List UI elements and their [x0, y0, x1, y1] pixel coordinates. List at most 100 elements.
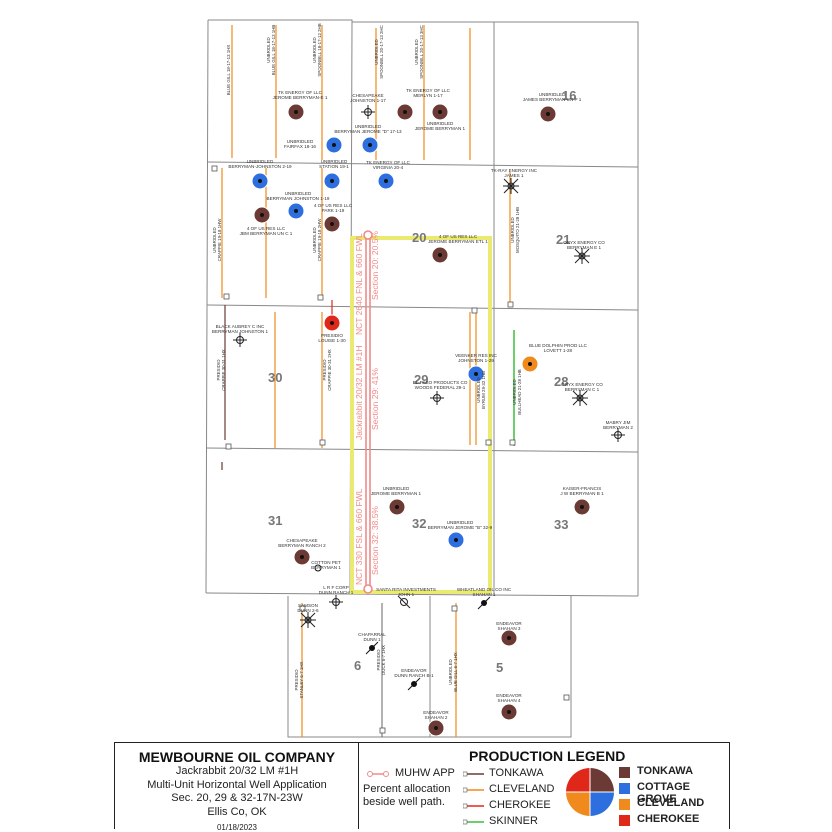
cottage-grove-wells	[251, 136, 485, 549]
cottage-grove-legend-label: COTTAGE GROVE	[637, 781, 690, 805]
section20-percent: Section 20: 20.5%	[370, 231, 380, 300]
section-number: 28	[554, 374, 568, 389]
section-grid	[205, 19, 639, 738]
lateral-label: UNBRIDLEDMOSQUITO 21-28 1HB	[510, 207, 520, 253]
tonkawa-line-label: TONKAWA	[489, 767, 544, 779]
legend-pie-icon	[566, 768, 614, 816]
unit-outline	[350, 236, 492, 594]
small-squares	[211, 165, 570, 734]
title-block: MEWBOURNE OIL COMPANY Jackrabbit 20/32 L…	[114, 742, 360, 832]
tonkawa-legend-label: TONKAWA	[637, 765, 694, 777]
cherokee-line-label: CHEROKEE	[489, 799, 551, 811]
section-number: 16	[562, 88, 576, 103]
muhw-legend-label: MUHW APP	[395, 767, 455, 779]
legal-location: Sec. 20, 29 & 32-17N-23W	[171, 792, 303, 805]
lateral-label: UNBRIDLEDBYRUM 29-32 1HB	[476, 371, 486, 409]
county: Ellis Co, OK	[207, 805, 267, 818]
section-number: 6	[354, 658, 361, 673]
section-number: 5	[496, 660, 503, 675]
lateral-label: UNBRIDLEDSPOONBILL 20-17-13 2HC	[374, 25, 384, 79]
tonkawa-line-icon	[463, 771, 484, 777]
cottage-grove-swatch	[619, 783, 630, 794]
lateral-label: UNBRIDLEDSPOONBILL 18-17-12 2HB	[312, 23, 322, 76]
lateral-label: PRESIDIOCRAPPIE 30-31 1HX	[216, 349, 226, 391]
section-number: 20	[412, 230, 426, 245]
gas-well-symbols	[300, 178, 590, 628]
lateral-label: UNBRIDLEDCRAPPIE 19-18 2HW	[312, 218, 322, 262]
top-location-label: NCT 2640 FNL & 660 FWL	[354, 233, 364, 335]
proposed-well-labels: NCT 2640 FNL & 660 FWL Section 20: 20.5%…	[354, 231, 380, 585]
section-number: 21	[556, 232, 570, 247]
cleveland-line-label: CLEVELAND	[489, 783, 555, 795]
section-numbers: 16 20 21 28 29 30 31 32 33 5 6	[268, 88, 576, 675]
lateral-label: BLUE GILL 18-17-13 1HX	[226, 45, 231, 96]
lateral-label: PRESIDIOCRAPPIE 30-31 2HX	[322, 349, 332, 391]
section-number: 33	[554, 517, 568, 532]
oil-well-symbols	[314, 564, 491, 691]
cherokee-swatch	[619, 815, 630, 826]
cherokee-legend-label: CHEROKEE	[637, 813, 700, 825]
company-name: MEWBOURNE OIL COMPANY	[138, 749, 336, 765]
lateral-label: PRESIDIOSTANLEY 6-7 1HX	[294, 661, 304, 698]
tonkawa-swatch	[619, 767, 630, 778]
section-number: 29	[414, 372, 428, 387]
cherokee-line-icon	[463, 803, 484, 809]
section-number: 30	[268, 370, 282, 385]
lateral-label: UNBRIDLEDBLUE GILL 6-7 1HX	[448, 652, 458, 691]
production-legend: PRODUCTION LEGEND MUHW APP Percent alloc…	[358, 742, 730, 829]
application-type: Multi-Unit Horizontal Well Application	[147, 778, 327, 791]
legend-title: PRODUCTION LEGEND	[469, 748, 626, 764]
tonkawa-laterals	[221, 305, 226, 470]
section29-percent: Section 29: 41%	[370, 368, 380, 430]
lateral-label: UNBRIDLEDBLUE GILL 18-17-13 1HB	[266, 25, 276, 76]
skinner-line-label: SKINNER	[489, 815, 538, 827]
cleveland-line-icon	[463, 787, 484, 793]
percent-note-line1: Percent allocation	[363, 783, 451, 795]
section-number: 31	[268, 513, 282, 528]
dry-hole-symbols	[233, 105, 625, 609]
lease-map: NCT 2640 FNL & 660 FWL Section 20: 20.5%…	[205, 19, 639, 738]
well-centers	[258, 110, 584, 730]
muhw-path-icon	[367, 771, 389, 777]
proposed-well-path	[363, 230, 373, 594]
percent-note-line2: beside well path.	[363, 796, 445, 808]
cleveland-laterals	[221, 25, 511, 737]
lateral-labels: BLUE GILL 18-17-13 1HX UNBRIDLEDBLUE GIL…	[212, 23, 522, 698]
lateral-label: UNBRIDLEDCRAPPIE 19-18 1HW	[212, 218, 222, 262]
lateral-label: PRESIDIODUCK 6-7 1HX	[376, 645, 386, 675]
